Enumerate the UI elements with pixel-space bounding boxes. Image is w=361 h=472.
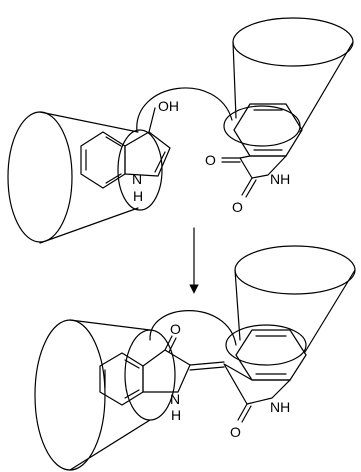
left-cyclodextrin-cone-top — [7, 111, 163, 244]
indoxyl-h-label: H — [133, 188, 143, 204]
indoxyl-molecule: OH N H — [80, 98, 179, 204]
product-o-top-label: O — [170, 321, 181, 337]
right-cyclodextrin-cone-bottom — [225, 245, 356, 366]
central-double-bond — [189, 361, 225, 366]
isatin-o2-label: O — [232, 199, 243, 215]
product-complex: O N H O NH — [34, 245, 356, 471]
indigoid-left-half: O N H — [99, 321, 191, 423]
product-n-label: N — [170, 391, 180, 407]
reactant-complex: OH N H O O NH — [7, 17, 354, 244]
isatin-molecule: O O NH — [205, 103, 303, 215]
right-cyclodextrin-cone-top — [223, 17, 354, 147]
product-o-bottom-label: O — [230, 424, 241, 440]
isatin-nh-label: NH — [270, 171, 290, 187]
product-nh-label: NH — [270, 399, 290, 415]
indoxyl-oh-label: OH — [158, 98, 179, 114]
linker-arc-top — [136, 87, 233, 133]
isatin-o1-label: O — [205, 152, 216, 168]
linker-arc-bottom — [149, 310, 237, 346]
product-h-label: H — [171, 407, 181, 423]
indigoid-right-half: O NH — [223, 329, 307, 440]
indoxyl-n-label: N — [132, 171, 142, 187]
